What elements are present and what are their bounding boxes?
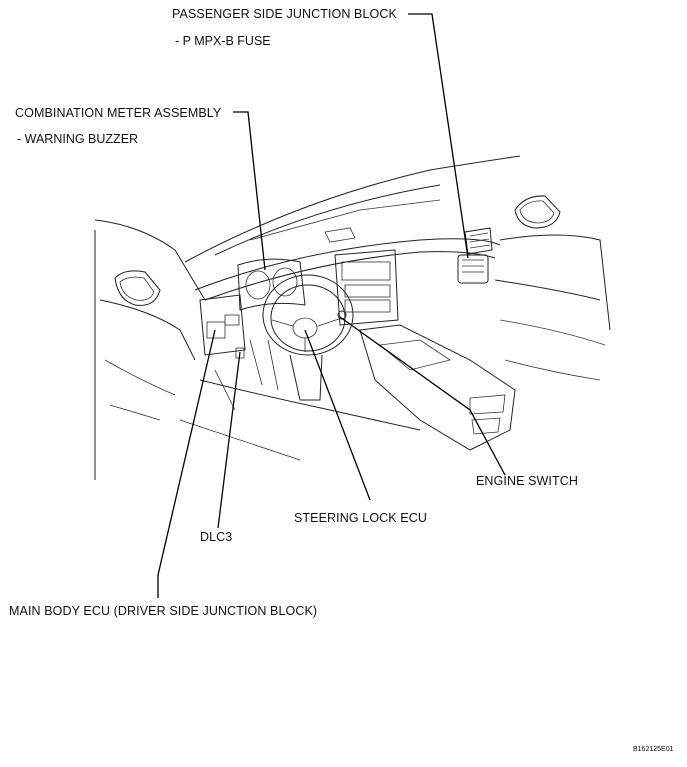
figure-code: B162125E01 [633, 746, 674, 753]
steering-wheel [262, 274, 354, 356]
center-console [359, 324, 516, 451]
label-steering-lock-ecu: STEERING LOCK ECU [294, 511, 427, 525]
right-mirror [514, 195, 561, 229]
leader-main-body-ecu [157, 329, 216, 598]
main-body-ecu-shape [206, 321, 226, 339]
label-combination-meter: COMBINATION METER ASSEMBLY [15, 106, 222, 120]
right-door-frame [499, 234, 611, 331]
dashboard-top [194, 238, 501, 291]
leader-combination-meter [233, 111, 266, 271]
label-dlc3: DLC3 [200, 530, 233, 544]
left-mirror [114, 270, 161, 306]
passenger-junction-block-shape [457, 254, 489, 284]
leader-engine-switch [339, 316, 506, 476]
leader-passenger-junction-block [408, 13, 469, 259]
label-passenger-junction-block: PASSENGER SIDE JUNCTION BLOCK [172, 7, 397, 21]
label-warning-buzzer: - WARNING BUZZER [17, 132, 139, 146]
label-engine-switch: ENGINE SWITCH [476, 474, 578, 488]
left-door-frame [94, 219, 206, 301]
leader-steering-lock-ecu [304, 329, 371, 501]
center-stack [334, 249, 399, 326]
combination-meter-shape [237, 258, 306, 311]
leader-dlc3 [217, 351, 241, 529]
windshield-top-edge [184, 155, 521, 263]
label-p-mpx-b-fuse: - P MPX-B FUSE [175, 34, 271, 48]
label-main-body-ecu: MAIN BODY ECU (DRIVER SIDE JUNCTION BLOC… [9, 604, 318, 618]
dlc3-shape [235, 347, 245, 359]
